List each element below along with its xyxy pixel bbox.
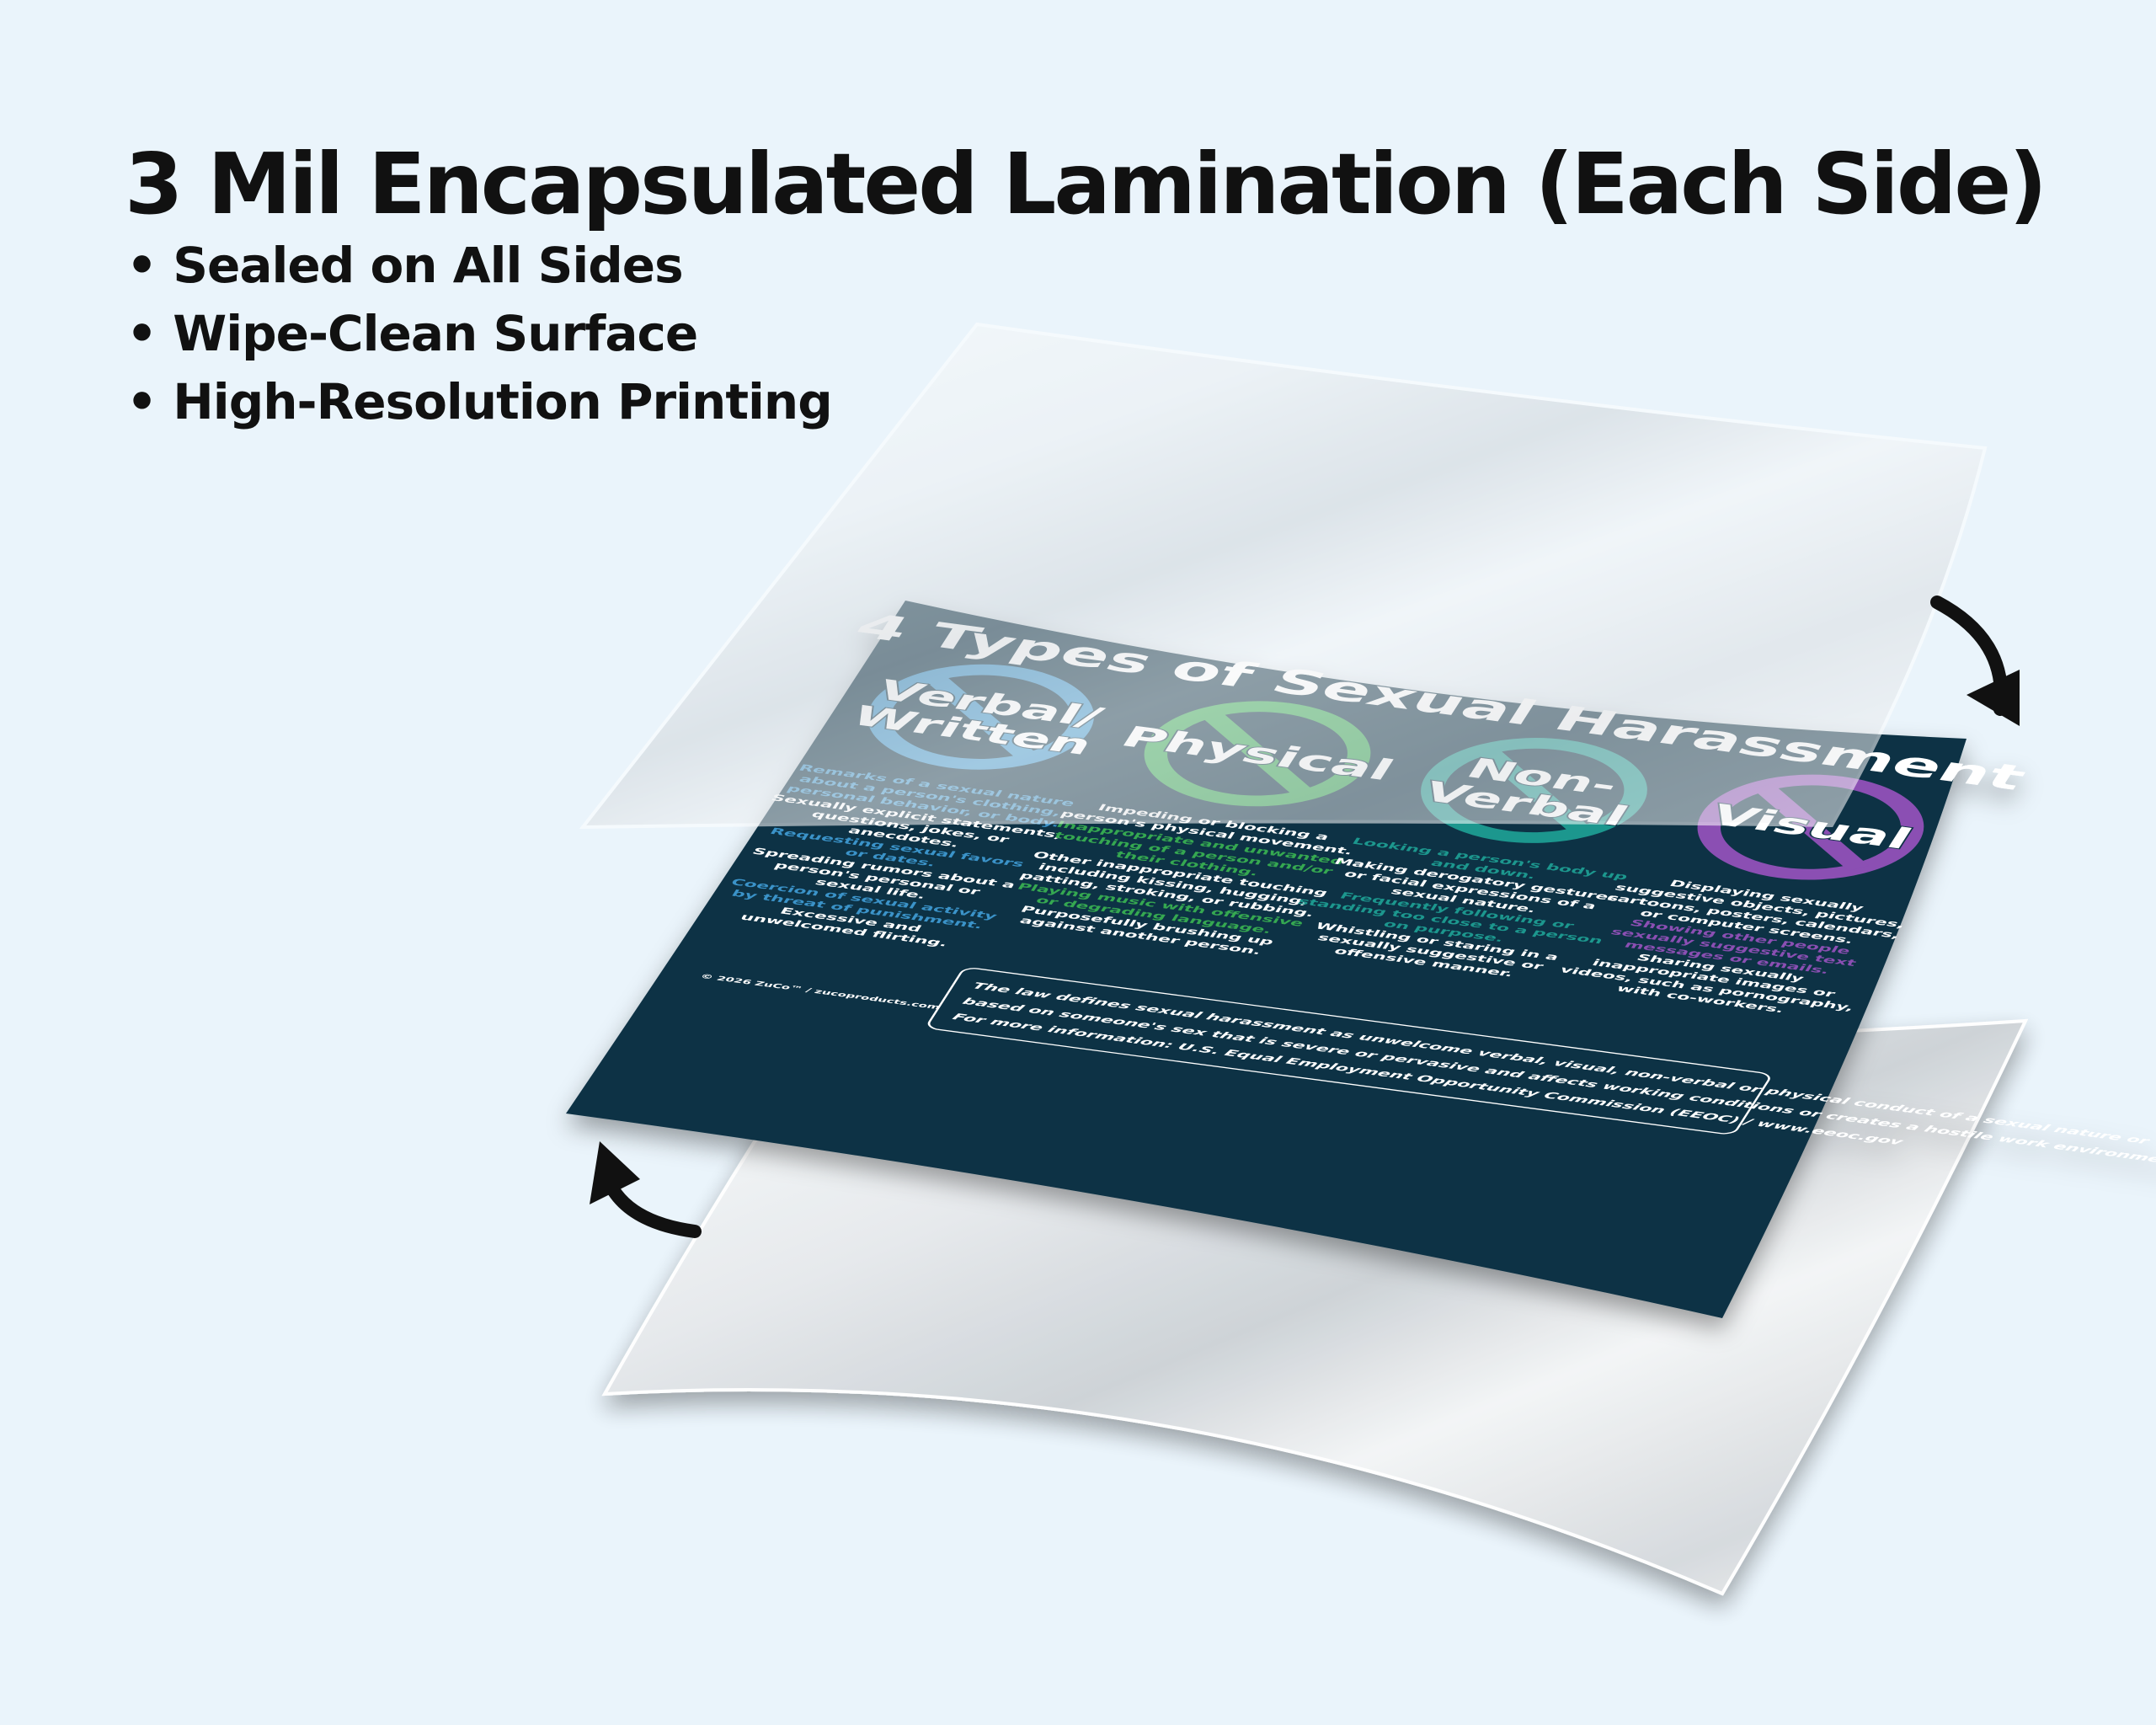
feature-item: Sealed on All Sides bbox=[126, 232, 832, 300]
fold-arrow-left-icon bbox=[590, 1141, 702, 1238]
feature-item: High-Resolution Printing bbox=[126, 368, 832, 436]
fold-arrow-right-icon bbox=[1930, 595, 2020, 726]
top-laminate-sheet bbox=[579, 322, 1988, 830]
legal-footer-box bbox=[927, 968, 1770, 1135]
feature-list: Sealed on All Sides Wipe-Clean Surface H… bbox=[126, 232, 832, 436]
headline: 3 Mil Encapsulated Lamination (Each Side… bbox=[125, 135, 2047, 233]
feature-item: Wipe-Clean Surface bbox=[126, 300, 832, 368]
